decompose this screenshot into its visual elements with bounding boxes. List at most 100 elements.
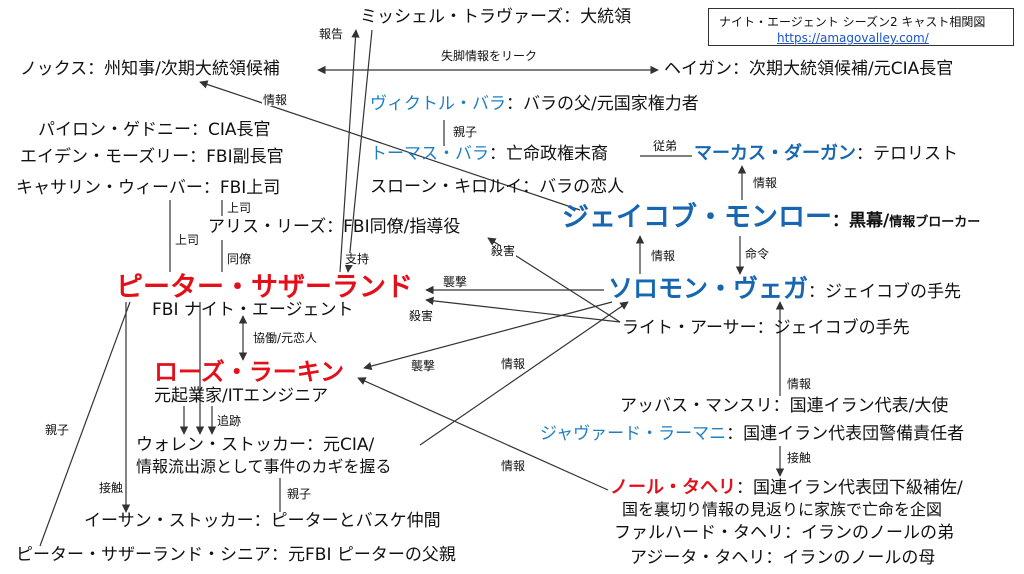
node-name: トーマス・バラ <box>370 144 489 164</box>
label-leak: 失脚情報をリーク <box>440 49 539 63</box>
edge-parent-peter <box>39 301 131 547</box>
node-name: マーカス・ダーガン <box>694 143 856 164</box>
node-name: ファルハード・タヘリ <box>614 523 784 543</box>
node-marcus: マーカス・ダーガン：テロリスト <box>694 145 958 163</box>
edge-info-noor <box>357 377 609 491</box>
node-role-2: 国を裏切り情報の見返りに家族で亡命を企図 <box>622 500 943 519</box>
label-info-marcus: 情報 <box>752 176 779 190</box>
label-attack-peter: 襲撃 <box>442 275 469 289</box>
node-name: イーサン・ストッカー <box>84 511 254 531</box>
node-name: アジータ・タヘリ <box>630 548 766 568</box>
node-role: ：イランのノールの弟 <box>784 523 954 543</box>
node-role: ：国連イラン代表団警備責任者 <box>726 424 965 444</box>
label-kill-alice: 殺害 <box>490 244 517 258</box>
node-name: ピーター・サザーランド・シニア <box>16 545 271 565</box>
node-catherine: キャサリン・ウィーバー：FBI上司 <box>16 180 280 197</box>
node-farhad: ファルハード・タヘリ：イランのノールの弟 <box>614 525 954 542</box>
node-role: ：イランのノールの母 <box>765 548 936 568</box>
node-role: ：亡命政権末裔 <box>489 144 608 164</box>
label-contact-ethan: 接触 <box>98 481 125 495</box>
node-role: ：バラの父/元国家権力者 <box>506 94 699 114</box>
label-order: 命令 <box>744 247 771 261</box>
label-boss-peter: 上司 <box>174 233 201 247</box>
node-name: ヘイガン <box>664 59 732 79</box>
node-viktor: ヴィクトル・バラ：バラの父/元国家権力者 <box>370 96 699 113</box>
node-role: ：大統領 <box>563 7 632 27</box>
edge-attack-rose <box>363 301 613 371</box>
node-name: ライト・アーサー <box>622 318 757 338</box>
node-mitchell: ミッシェル・トラヴァーズ：大統領 <box>360 9 631 26</box>
node-name: ジャヴァード・ラーマニ <box>540 424 727 444</box>
title-box: ナイト・エージェント シーズン2 キャスト相関図 https://amagova… <box>708 8 1014 46</box>
node-solomon: ソロモン・ヴェガ：ジェイコブの手先 <box>608 276 961 301</box>
node-wright: ライト・アーサー：ジェイコブの手先 <box>622 320 910 337</box>
node-rose: ローズ・ラーキン <box>154 360 344 384</box>
label-support: 支持 <box>344 252 371 266</box>
node-knox: ノックス：州知事/次期大統領候補 <box>20 61 280 78</box>
node-aiden: エイデン・モーズリー：FBI副長官 <box>20 149 284 166</box>
label-info-warren: 情報 <box>500 357 527 371</box>
site-link[interactable]: https://amagovalley.com/ <box>777 31 929 45</box>
node-role: ：ジェイコブの手先 <box>756 318 910 338</box>
node-peter-role: FBI ナイト・エージェント <box>152 302 354 319</box>
node-warren: ウォレン・ストッカー：元CIA/ <box>136 437 374 454</box>
node-role: ：ジェイコブの手先 <box>808 282 962 302</box>
node-noor: ノール・タヘリ：国連イラン代表団下級補佐/ <box>610 479 963 497</box>
node-role: ：FBI副長官 <box>189 147 284 167</box>
label-track: 追跡 <box>216 414 243 428</box>
node-role: FBI ナイト・エージェント <box>152 300 354 320</box>
node-role: ：国連イラン代表団下級補佐/ <box>736 478 963 498</box>
node-pylon: パイロン・ゲドニー：CIA長官 <box>38 122 271 139</box>
node-role: ：テロリスト <box>856 144 958 164</box>
node-azita: アジータ・タヘリ：イランのノールの母 <box>630 550 935 567</box>
node-role: ：CIA長官 <box>191 120 271 140</box>
node-name: エイデン・モーズリー <box>20 147 190 167</box>
label-info-abbas: 情報 <box>786 377 813 391</box>
label-coop: 協働/元恋人 <box>252 331 319 345</box>
node-name: アリス・リーズ <box>208 217 327 237</box>
label-parent-bara: 親子 <box>452 125 479 139</box>
node-role: ：国連イラン代表/大使 <box>772 396 949 416</box>
label-attack-rose: 襲撃 <box>410 359 437 373</box>
node-name: ウォレン・ストッカー <box>136 435 306 455</box>
node-role: ：ピーターとバスケ仲間 <box>253 511 441 531</box>
node-role-sub: 情報ブローカー <box>889 215 981 230</box>
node-role: ：FBI上司 <box>202 178 281 198</box>
node-tomas: トーマス・バラ：亡命政権末裔 <box>370 146 608 163</box>
node-sloane: スローン・キロルイ：バラの恋人 <box>370 179 624 196</box>
node-role: ：元CIA/ <box>306 435 375 455</box>
label-kill-wright: 殺害 <box>408 309 435 323</box>
node-role: ：州知事/次期大統領候補 <box>87 59 280 79</box>
node-role: 元起業家/ITエンジニア <box>154 386 329 406</box>
node-name: ミッシェル・トラヴァーズ <box>360 7 564 27</box>
node-jacob: ジェイコブ・モンロー：黒幕/情報ブローカー <box>562 204 980 231</box>
node-role: ：黒幕/ <box>832 211 890 231</box>
label-brother: 従弟 <box>652 139 679 153</box>
label-parent-stocker: 親子 <box>286 487 313 501</box>
node-name: キャサリン・ウィーバー <box>16 178 203 198</box>
label-colleague: 同僚 <box>226 252 253 266</box>
node-name: ソロモン・ヴェガ <box>608 274 809 303</box>
node-rose-role: 元起業家/ITエンジニア <box>154 388 328 405</box>
label-report: 報告 <box>318 27 345 41</box>
label-contact-noor: 接触 <box>786 451 813 465</box>
node-warren-desc: 情報流出源として事件のカギを握る <box>136 459 392 475</box>
node-noor-desc: 国を裏切り情報の見返りに家族で亡命を企図 <box>622 502 942 518</box>
node-javad: ジャヴァード・ラーマニ：国連イラン代表団警備責任者 <box>540 426 964 443</box>
node-ethan: イーサン・ストッカー：ピーターとバスケ仲間 <box>84 513 441 530</box>
node-name: アッバス・マンスリ <box>620 396 773 416</box>
node-role-2: 情報流出源として事件のカギを握る <box>136 457 392 476</box>
node-abbas: アッバス・マンスリ：国連イラン代表/大使 <box>620 398 948 415</box>
node-name: ノール・タヘリ <box>610 477 736 498</box>
diagram-title: ナイト・エージェント シーズン2 キャスト相関図 <box>719 15 986 29</box>
node-name: ヴィクトル・バラ <box>370 94 506 114</box>
node-name: ローズ・ラーキン <box>154 358 345 386</box>
node-name: スローン・キロルイ <box>370 177 523 197</box>
label-parent-peter: 親子 <box>44 423 71 437</box>
edge-kill-wright <box>425 296 621 323</box>
label-info-solomon: 情報 <box>650 249 677 263</box>
node-role: ：元FBI ピーターの父親 <box>271 545 456 565</box>
node-role: ：FBI同僚/指導役 <box>326 217 461 237</box>
node-name: ノックス <box>20 59 88 79</box>
